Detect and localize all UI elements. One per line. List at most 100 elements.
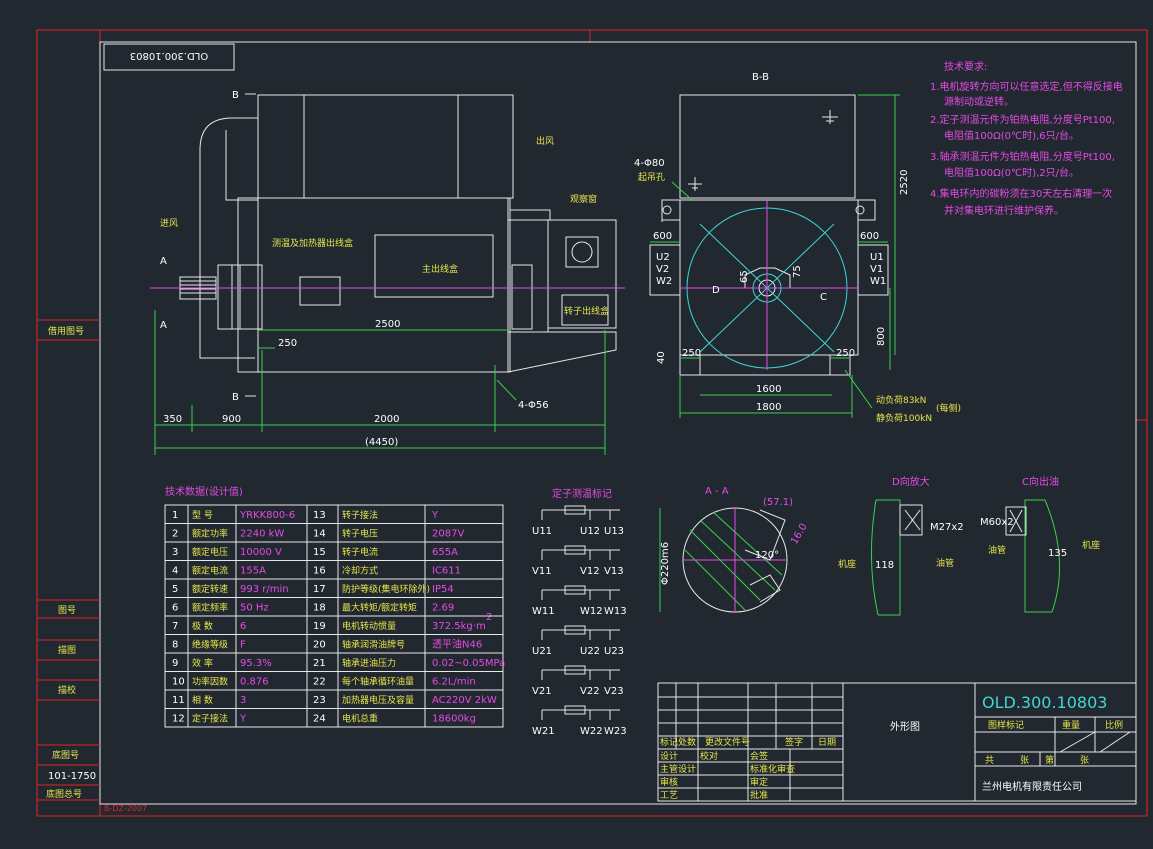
lifting-label: 起吊孔 bbox=[638, 172, 665, 183]
dim-2520: 2520 bbox=[899, 170, 910, 195]
sidebar-label: 底图号 bbox=[52, 749, 79, 761]
wiring-terminal: V23 bbox=[604, 686, 624, 697]
tb-check: 主管设计 bbox=[660, 763, 696, 775]
company-name: 兰州电机有限责任公司 bbox=[982, 780, 1082, 793]
note-line: 4.集电环内的碳粉须在30天左右清理一次 bbox=[930, 187, 1112, 200]
dim-250-left: 250 bbox=[682, 348, 701, 359]
table-cell: 13 bbox=[313, 510, 326, 521]
tb-date: 日期 bbox=[818, 737, 836, 748]
table-cell: 20 bbox=[313, 640, 326, 651]
table-cell: 16 bbox=[313, 566, 326, 577]
wiring-terminal: U12 bbox=[580, 526, 600, 537]
dim-65: 65 bbox=[739, 270, 750, 283]
table-title: 技术数据(设计值) bbox=[165, 485, 243, 498]
table-cell: 转子电压 bbox=[342, 528, 378, 540]
table-cell: 6 bbox=[240, 621, 246, 632]
dim-1600: 1600 bbox=[756, 384, 781, 395]
wiring-terminal: V13 bbox=[604, 566, 624, 577]
table-cell: 效 率 bbox=[192, 657, 213, 669]
detail-aa-title: A - A bbox=[705, 486, 729, 497]
table-cell: 5 bbox=[172, 584, 178, 595]
form-code: B-DZ-2007 bbox=[104, 804, 147, 813]
table-cell: 22 bbox=[313, 677, 326, 688]
part-number: 101-1750 bbox=[48, 771, 96, 782]
tb-sheet: 张 bbox=[1020, 755, 1029, 766]
detail-d-title: D向放大 bbox=[892, 475, 930, 488]
tb-countersign: 会签 bbox=[750, 750, 768, 762]
wiring-terminal: U21 bbox=[532, 646, 552, 657]
table-cell: 21 bbox=[313, 658, 326, 669]
table-cell: IC611 bbox=[432, 566, 461, 577]
tb-revision-mark: 标记 bbox=[660, 736, 678, 748]
table-cell: 95.3% bbox=[240, 658, 272, 669]
detail-c-dim: 135 bbox=[1048, 548, 1067, 559]
view-marker-d: D bbox=[712, 285, 720, 296]
table-cell: 15 bbox=[313, 547, 326, 558]
detail-d: D向放大 M27x2 118 机座 油管 bbox=[838, 475, 964, 616]
table-cell: 6 bbox=[172, 603, 178, 614]
wiring-terminal: V21 bbox=[532, 686, 552, 697]
load-static: 静负荷100kN bbox=[876, 412, 932, 424]
tb-weight: 重量 bbox=[1062, 719, 1080, 731]
table-cell: 轴承润滑油牌号 bbox=[342, 639, 405, 651]
table-cell: 12 bbox=[172, 714, 185, 725]
detail-c-left: 油管 bbox=[988, 544, 1006, 556]
table-cell: 993 r/min bbox=[240, 584, 289, 595]
table-cell: 2087V bbox=[432, 529, 464, 540]
table-cell: F bbox=[240, 640, 246, 651]
terminal-v1: V1 bbox=[870, 264, 883, 275]
table-cell: 2 bbox=[172, 529, 178, 540]
table-cell: AC220V 2kW bbox=[432, 695, 497, 706]
detail-d-right: 油管 bbox=[936, 557, 954, 569]
section-b-bottom: B bbox=[232, 392, 239, 403]
note-line: 电阻值100Ω(0℃时),2只/台。 bbox=[944, 166, 1079, 179]
wiring-terminal: U13 bbox=[604, 526, 624, 537]
dim-250: 250 bbox=[278, 338, 297, 349]
sidebar-label: 借用图号 bbox=[48, 325, 84, 337]
view-marker-c: C bbox=[820, 292, 827, 303]
detail-c-thread: M60x2 bbox=[980, 517, 1014, 528]
table-cell: 额定频率 bbox=[192, 602, 228, 614]
table-cell: 10000 V bbox=[240, 547, 282, 558]
resistor bbox=[564, 665, 586, 675]
title-block: 标记 处数 更改文件号 签字 日期 设计 主管设计 审核 工艺 会签 标准化审查… bbox=[657, 682, 1137, 802]
superscript: 2 bbox=[486, 612, 492, 623]
sight-glass-label: 观察窗 bbox=[570, 193, 597, 205]
wiring-terminal: W13 bbox=[604, 606, 627, 617]
table-cell: 电机转动惯量 bbox=[342, 620, 396, 632]
table-cell: IP54 bbox=[432, 584, 454, 595]
tb-change-doc: 更改文件号 bbox=[705, 736, 750, 748]
technical-requirements: 技术要求: 1.电机旋转方向可以任意选定,但不得反接电 源制动或逆转。 2.定子… bbox=[930, 60, 1123, 217]
table-cell: 功率因数 bbox=[192, 676, 228, 688]
terminal-w2: W2 bbox=[656, 276, 672, 287]
table-cell: 转子接法 bbox=[342, 509, 378, 521]
tb-total: 共 bbox=[985, 755, 994, 766]
table-cell: 23 bbox=[313, 695, 326, 706]
dim-800: 800 bbox=[876, 327, 887, 346]
table-cell: 1 bbox=[172, 510, 178, 521]
table-cell: 型 号 bbox=[192, 510, 213, 521]
table-cell: 相 数 bbox=[192, 694, 213, 706]
table-cell: 372.5kg·m bbox=[432, 621, 486, 632]
detail-c-right: 机座 bbox=[1082, 539, 1100, 551]
table-cell: 绝缘等级 bbox=[192, 639, 228, 651]
outer-border bbox=[36, 29, 1148, 817]
table-cell: 电机总重 bbox=[342, 713, 378, 725]
wiring-terminal: U11 bbox=[532, 526, 552, 537]
table-cell: 19 bbox=[313, 621, 326, 632]
table-cell: 防护等级(集电环除外) bbox=[342, 583, 430, 595]
main-box-label: 主出线盒 bbox=[422, 263, 458, 275]
note-line: 2.定子测温元件为铂热电阻,分度号Pt100, bbox=[930, 113, 1115, 126]
wiring-terminal: V11 bbox=[532, 566, 552, 577]
inlet-label: 进风 bbox=[160, 218, 178, 229]
inner-border bbox=[99, 41, 1137, 805]
drawing-title: 外形图 bbox=[890, 721, 920, 733]
drawing-number: OLD.300.10803 bbox=[982, 693, 1107, 712]
wiring-terminal: V12 bbox=[580, 566, 600, 577]
table-cell: 14 bbox=[313, 529, 326, 540]
detail-d-thread: M27x2 bbox=[930, 522, 964, 533]
resistor bbox=[564, 625, 586, 635]
wiring-terminal: W12 bbox=[580, 606, 603, 617]
table-cell: Y bbox=[239, 714, 247, 725]
